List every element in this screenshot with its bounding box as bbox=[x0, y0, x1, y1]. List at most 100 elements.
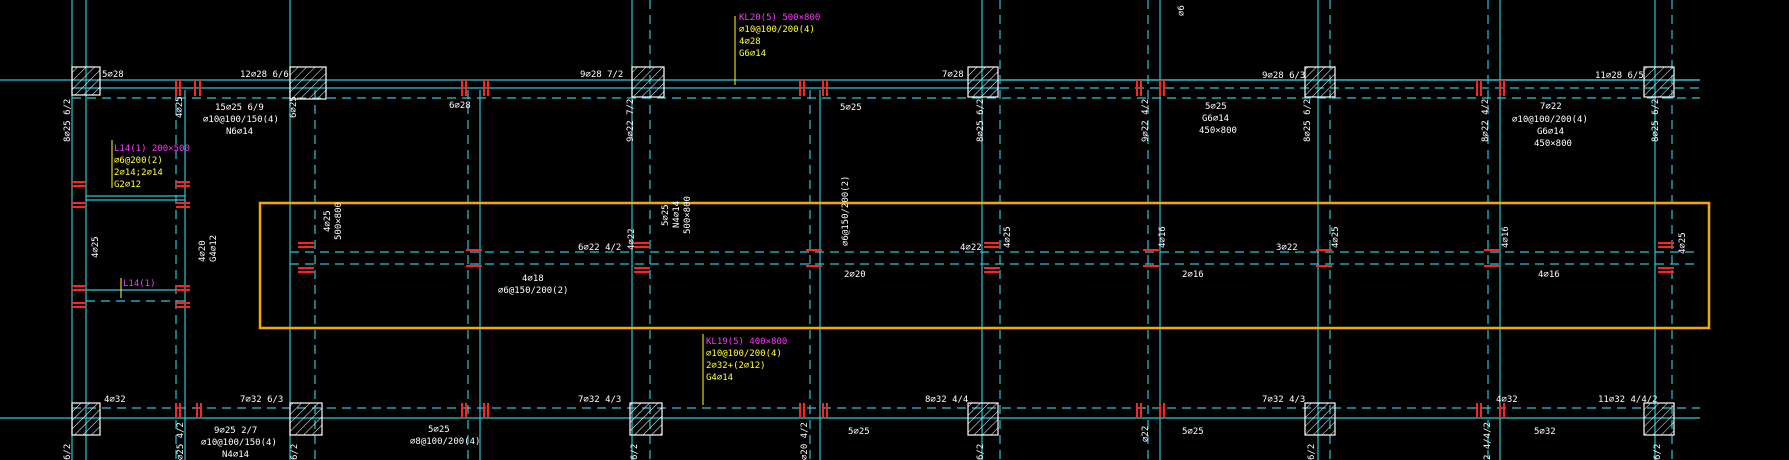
side-tag: 4⌀20 bbox=[198, 240, 208, 262]
callout-leaders bbox=[111, 16, 736, 405]
vertical-label: 8⌀25 6/2 bbox=[63, 99, 73, 142]
column bbox=[629, 402, 663, 436]
beam-label: 4⌀32 bbox=[104, 395, 126, 405]
side-tag: 4⌀25 bbox=[1678, 232, 1688, 254]
columns bbox=[71, 66, 1675, 436]
column bbox=[289, 402, 323, 436]
column-tag: 5⌀25 bbox=[661, 204, 671, 226]
beam-side-note: N4⌀14 bbox=[222, 450, 249, 460]
callout-kl20: KL20(5) 500×800 ⌀10@100/200(4) 4⌀28 G6⌀1… bbox=[739, 13, 820, 59]
mid-beam-labels: 6⌀22 4/2 4⌀22 3⌀22 4⌀18 ⌀6@150/200(2) 2⌀… bbox=[323, 176, 1560, 296]
vertical-label: 9⌀22 4/2 bbox=[1141, 99, 1151, 142]
callout-line: 4⌀28 bbox=[739, 37, 761, 47]
beam-label: 12⌀28 6/6 bbox=[240, 70, 289, 80]
beam-side-note: 450×800 bbox=[1199, 126, 1237, 136]
callout-line: G2⌀12 bbox=[114, 180, 141, 190]
callout-kl19: KL19(5) 400×800 ⌀10@100/200(4) 2⌀32+(2⌀1… bbox=[706, 337, 787, 383]
column bbox=[1643, 66, 1675, 98]
vertical-label: 2 4/4/2 bbox=[1483, 422, 1493, 460]
beam-bottom-label: 5⌀25 bbox=[1182, 427, 1204, 437]
beam-bottom-label: 4⌀16 bbox=[1538, 270, 1560, 280]
callout-l14: L14(1) 200×500 ⌀6@200(2) 2⌀14;2⌀14 G2⌀12… bbox=[114, 144, 190, 289]
column-tag: 500×800 bbox=[683, 196, 693, 234]
beam-label: 3⌀22 bbox=[1276, 243, 1298, 253]
callout-line: G4⌀14 bbox=[706, 373, 733, 383]
vertical-label: 8⌀25 6/2 bbox=[1303, 99, 1313, 142]
side-tag: 4⌀16 bbox=[1158, 226, 1168, 248]
bottom-beam-labels: 4⌀32 7⌀32 6/3 7⌀32 4/3 8⌀32 4/4 7⌀32 4/3… bbox=[104, 395, 1658, 460]
beam-label: 11⌀32 4/4/2 bbox=[1598, 395, 1658, 405]
beam-label: 9⌀28 6/3 bbox=[1262, 71, 1305, 81]
column bbox=[71, 402, 101, 436]
column bbox=[631, 66, 665, 98]
column bbox=[1304, 66, 1336, 98]
beam-lines bbox=[0, 79, 1700, 419]
beam-bottom-label: 4⌀18 bbox=[522, 274, 544, 284]
callout-line: G6⌀14 bbox=[739, 49, 766, 59]
rebar-ticks-horizontal bbox=[72, 181, 1674, 308]
vertical-labels: 8⌀25 6/2 9⌀22 7/2 8⌀25 6/2 9⌀22 4/2 8⌀25… bbox=[63, 99, 1661, 142]
column bbox=[71, 66, 101, 96]
column bbox=[967, 66, 999, 98]
beam-label: 5⌀28 bbox=[102, 70, 124, 80]
vertical-label: 8⌀25 6/2 bbox=[976, 99, 986, 142]
column-tag: 4⌀25 bbox=[323, 210, 333, 232]
selection-frame[interactable] bbox=[258, 201, 1711, 330]
column-tag: 500×800 bbox=[334, 202, 344, 240]
side-tag: 4⌀16 bbox=[1501, 226, 1511, 248]
beam-side-note: ⌀10@100/150(4) bbox=[201, 438, 277, 448]
vertical-label: 8⌀25 6/2 bbox=[1651, 99, 1661, 142]
callout-title: KL19(5) 400×800 bbox=[706, 337, 787, 347]
side-tag: 4⌀25 bbox=[91, 236, 101, 258]
vertical-label: 6/2 bbox=[630, 444, 640, 460]
beam-bottom-label: 7⌀22 bbox=[1540, 102, 1562, 112]
side-tag: 4⌀22 bbox=[627, 228, 637, 250]
callout-title: KL20(5) 500×800 bbox=[739, 13, 820, 23]
beam-label: 4⌀22 bbox=[960, 243, 982, 253]
column-tag: 4⌀25 bbox=[175, 96, 185, 118]
beam-bottom-label: 5⌀25 bbox=[1205, 102, 1227, 112]
side-tags: 4⌀25 4⌀20 G4⌀12 4⌀22 4⌀25 4⌀16 4⌀25 4⌀16… bbox=[91, 226, 1688, 262]
column bbox=[289, 66, 327, 100]
bottom-vertical-labels: 6/2 ⌀25 4/2 6/2 6/2 ⌀20 4/2 ⌀22 6/2 6/2 … bbox=[63, 422, 1663, 460]
column-tag: N4⌀14 bbox=[672, 201, 682, 228]
beam-label: 11⌀28 6/5 bbox=[1595, 71, 1644, 81]
beam-label: 4⌀32 bbox=[1496, 395, 1518, 405]
vertical-label: 8⌀22 4/2 bbox=[1481, 99, 1491, 142]
callout-line: 2⌀32+(2⌀12) bbox=[706, 361, 766, 371]
side-tag: 4⌀25 bbox=[1331, 226, 1341, 248]
column-tag: 6⌀25 bbox=[289, 96, 299, 118]
vertical-label: 6/2 bbox=[63, 444, 73, 460]
callout-line: ⌀10@100/200(4) bbox=[706, 349, 782, 359]
vertical-label: ⌀22 bbox=[1141, 426, 1151, 442]
beam-side-note: ⌀10@100/150(4) bbox=[203, 115, 279, 125]
stirrup-vertical: ⌀6@150/200(2) bbox=[841, 176, 851, 246]
callout-title: L14(1) 200×500 bbox=[114, 144, 190, 154]
vertical-label: ⌀20 4/2 bbox=[800, 422, 810, 460]
small-beam-name: L14(1) bbox=[123, 279, 156, 289]
beam-side-note: 15⌀25 6/9 bbox=[215, 103, 264, 113]
top-beam-labels: 5⌀28 12⌀28 6/6 9⌀28 7/2 7⌀28 9⌀28 6/3 11… bbox=[102, 70, 1644, 149]
beam-side-note: G6⌀14 bbox=[1202, 114, 1229, 124]
vertical-label: 6/2 bbox=[1653, 444, 1663, 460]
top-right-tag: ⌀6 bbox=[1177, 5, 1187, 16]
beam-label: 6⌀22 4/2 bbox=[578, 243, 621, 253]
side-tag: 4⌀25 bbox=[1003, 226, 1013, 248]
beam-side-note: G6⌀14 bbox=[1537, 127, 1564, 137]
column bbox=[1643, 402, 1675, 436]
column bbox=[1304, 402, 1336, 436]
callout-line: 2⌀14;2⌀14 bbox=[114, 168, 163, 178]
beam-side-note: 9⌀25 2/7 bbox=[214, 426, 257, 436]
callout-line: ⌀10@100/200(4) bbox=[739, 25, 815, 35]
beam-bottom-label: 5⌀32 bbox=[1534, 427, 1556, 437]
callout-line: ⌀6@200(2) bbox=[114, 156, 163, 166]
stirrup-label: ⌀6@150/200(2) bbox=[498, 286, 568, 296]
rebar-ticks bbox=[175, 80, 1505, 418]
beam-label: 7⌀32 6/3 bbox=[240, 395, 283, 405]
beam-bottom-label: 5⌀25 bbox=[848, 427, 870, 437]
beam-bottom-label: 5⌀25 bbox=[840, 103, 862, 113]
beam-label: 7⌀28 bbox=[942, 70, 964, 80]
beam-bottom-label: 2⌀20 bbox=[844, 270, 866, 280]
column bbox=[967, 402, 999, 436]
